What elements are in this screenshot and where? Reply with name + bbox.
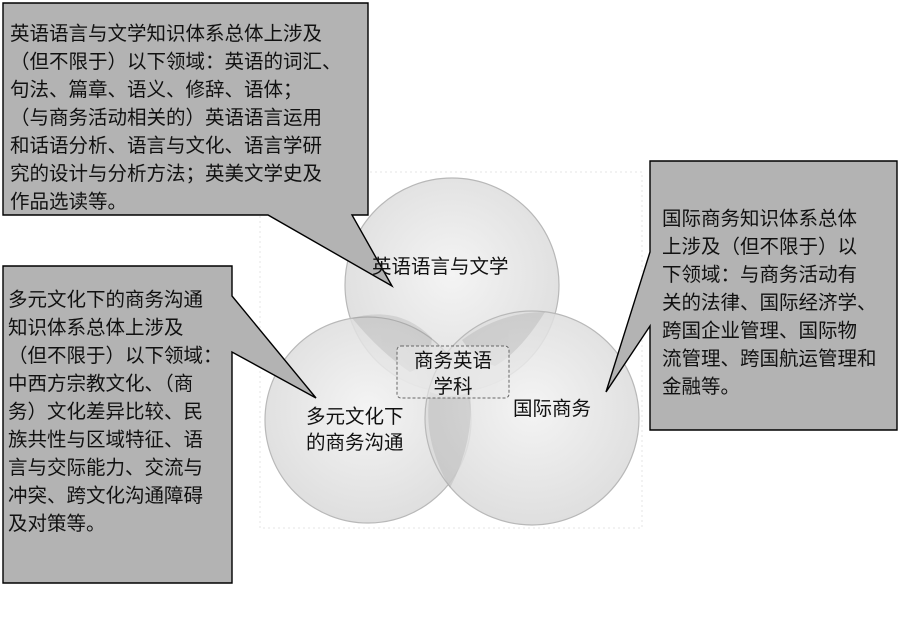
callout-business [605, 160, 898, 431]
circle-culture-label: 多元文化下 的商务沟通 [306, 405, 404, 454]
circle-business-label: 国际商务 [513, 397, 592, 420]
core-box [396, 345, 510, 399]
callout-culture-text: 多元文化下的商务沟通 知识体系总体上涉及 （但不限于）以下领域： 中西方宗教文化… [8, 288, 223, 535]
circle-literature-label: 英语语言与文学 [372, 255, 509, 278]
callout-literature-text: 英语语言与文学知识体系总体上涉及 （但不限于）以下领域：英语的词汇、 句法、篇章… [10, 22, 342, 213]
core-label: 商务英语 学科 [413, 349, 492, 398]
callout-literature [2, 2, 394, 288]
callout-business-text: 国际商务知识体系总体 上涉及（但不限于）以 下领域：与商务活动有 关的法律、国际… [662, 207, 877, 398]
callout-culture [2, 265, 317, 584]
overlap-culture-business [428, 392, 471, 488]
venn-frame [259, 171, 643, 529]
